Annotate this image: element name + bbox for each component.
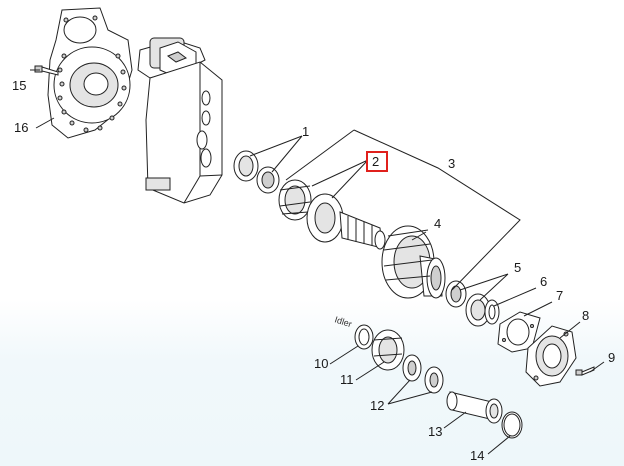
part-3-shaft-assembly[interactable] (306, 193, 386, 250)
callout-2: 2 (372, 154, 379, 169)
callout-11: 11 (340, 372, 354, 387)
part-1-bearing-set[interactable] (233, 150, 280, 194)
callout-3: 3 (448, 156, 455, 171)
gearbox-housing[interactable] (137, 37, 223, 204)
callout-14: 14 (470, 448, 484, 463)
callout-13: 13 (428, 424, 442, 439)
highlighted-callout-2[interactable]: 2 (366, 151, 388, 172)
part-8-end-cover[interactable] (525, 325, 577, 387)
callout-9: 9 (608, 350, 615, 365)
callout-8: 8 (582, 308, 589, 323)
callout-6: 6 (540, 274, 547, 289)
part-2-pinion-gear[interactable] (278, 179, 312, 221)
callout-1: 1 (302, 124, 309, 139)
part-13-idler-shaft[interactable] (446, 391, 503, 424)
part-15-bolt[interactable] (34, 65, 59, 76)
callout-4: 4 (434, 216, 441, 231)
callout-7: 7 (556, 288, 563, 303)
callout-5: 5 (514, 260, 521, 275)
part-14-o-ring[interactable] (501, 411, 523, 439)
callout-10: 10 (314, 356, 328, 371)
part-10-idler-washer[interactable] (354, 324, 374, 350)
part-11-idler-gear[interactable] (371, 329, 405, 371)
leader-lines (30, 69, 605, 455)
part-9-bolt[interactable] (575, 366, 595, 376)
idler-label: Idler (333, 314, 353, 329)
highlight-box (366, 151, 388, 172)
callout-16: 16 (14, 120, 28, 135)
part-7-gasket[interactable] (497, 311, 541, 353)
callout-labels: 15 16 1 3 4 5 6 7 8 9 10 11 12 13 14 Idl… (12, 78, 615, 463)
callout-15: 15 (12, 78, 26, 93)
part-6-washer[interactable] (484, 299, 500, 325)
part-4-large-gear[interactable] (381, 225, 446, 299)
part-16-flange-plate[interactable] (47, 7, 133, 139)
callout-12: 12 (370, 398, 384, 413)
part-5-bearing-set[interactable] (445, 280, 491, 327)
part-12-needle-bearings[interactable] (402, 354, 444, 394)
